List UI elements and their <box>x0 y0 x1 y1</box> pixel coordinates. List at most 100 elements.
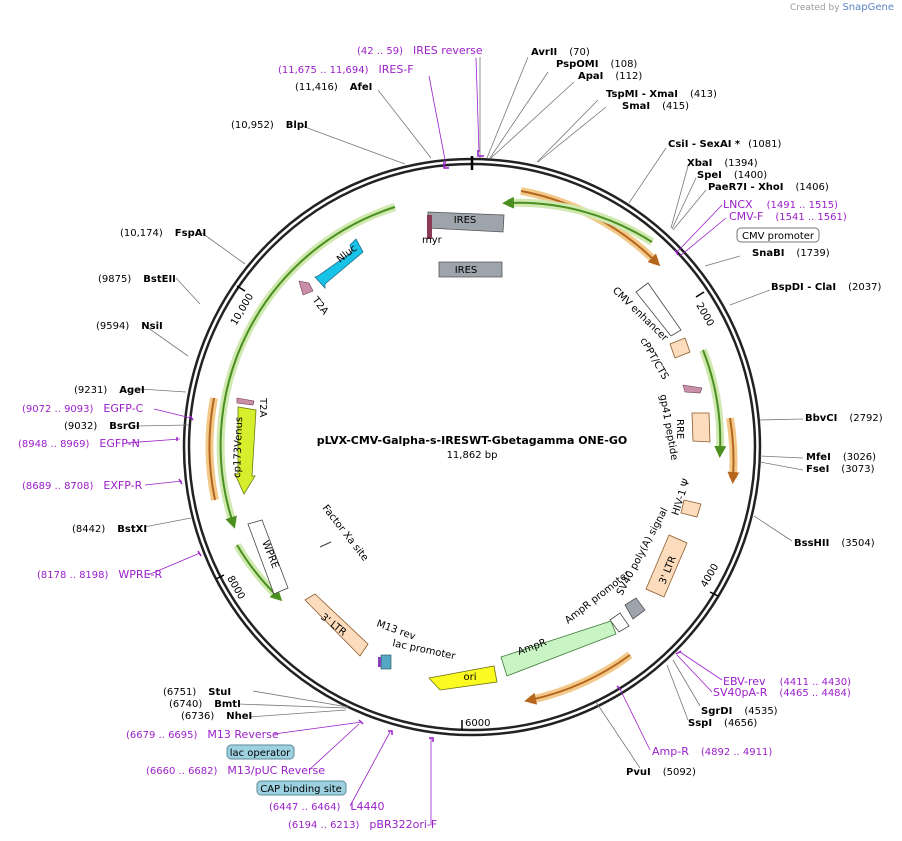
enzyme-label: SnaBI(1739) <box>752 248 830 259</box>
tick-6000: 6000 <box>465 718 490 729</box>
ltr-3-left-shape <box>304 593 369 657</box>
rre-shape <box>691 412 711 443</box>
enzyme-label: BbvCI(2792) <box>805 413 883 424</box>
enzyme-label: (6736)NheI <box>181 711 252 722</box>
lac-operator-box-label: lac operator <box>230 748 291 759</box>
enzyme-label: BssHII(3504) <box>794 538 875 549</box>
ltr-3-right-shape <box>645 534 688 598</box>
enzyme-label: ApaI(112) <box>578 71 642 82</box>
enzyme-label: (8442)BstXI <box>72 524 147 535</box>
primer-site-marks <box>176 150 682 742</box>
arc-orange-2 <box>727 417 740 484</box>
arc-green-4 <box>236 544 283 602</box>
lac-promoter-label: lac promoter <box>391 638 457 662</box>
sv40-shape <box>624 597 646 620</box>
enzyme-labels: AvrII(70) PspOMI(108) ApaI(112) TspMI - … <box>64 47 883 778</box>
ires-1-label: IRES <box>454 215 477 226</box>
gp41-shape <box>682 384 703 394</box>
tick-2000: 2000 <box>693 301 715 329</box>
primer-label: (8948 .. 8969)EGFP-N <box>18 437 140 450</box>
arc-green-3 <box>219 206 396 529</box>
primer-leader-lines <box>125 57 727 825</box>
ampr-promoter-shape <box>609 612 630 633</box>
cmv-enhancer-shape <box>635 282 682 337</box>
primer-label: (6660 .. 6682)M13/pUC Reverse <box>146 764 325 777</box>
enzyme-label: PspOMI(108) <box>556 59 637 70</box>
leader-lines <box>135 56 804 769</box>
primer-label: (8178 .. 8198)WPRE-R <box>37 568 162 581</box>
credit-text: Created by <box>790 3 840 13</box>
enzyme-label: (6740)BmtI <box>169 699 241 710</box>
primer-label: Amp-R(4892 .. 4911) <box>652 745 772 758</box>
enzyme-label: (9594)NsiI <box>96 321 163 332</box>
ori-label: ori <box>463 672 476 683</box>
enzyme-label: SpeI(1400) <box>697 170 767 181</box>
cap-site-box-label: CAP binding site <box>260 784 342 795</box>
primer-label: (6447 .. 6464)L4440 <box>269 800 385 813</box>
enzyme-label: XbaI(1394) <box>687 158 758 169</box>
primer-label: LNCX(1491 .. 1515) <box>723 198 838 211</box>
t2a-2-shape <box>236 397 255 406</box>
lac-operator-box <box>226 744 295 760</box>
snapgene-credit: Created by SnapGene <box>790 2 894 13</box>
primer-label: (42 .. 59)IRES reverse <box>357 44 483 57</box>
cmv-promoter-label: CMV promoter <box>742 231 815 242</box>
enzyme-label: FseI(3073) <box>806 464 875 475</box>
m13-rev-mark <box>378 657 381 667</box>
enzyme-label: (9231)AgeI <box>74 385 145 396</box>
enzyme-label: SgrDI(4535) <box>701 706 778 717</box>
factor-xa-mark <box>319 541 332 548</box>
cmv-promoter-box <box>736 227 820 243</box>
enzyme-label: AvrII(70) <box>531 47 590 58</box>
arc-orange-4 <box>208 397 216 501</box>
cp173venus-shape <box>234 406 257 495</box>
primer-label: (8689 .. 8708)EXFP-R <box>22 479 143 492</box>
t2a-1-shape <box>298 280 314 296</box>
primer-label: EBV-rev(4411 .. 4430) <box>723 675 851 688</box>
wpre-shape <box>247 519 289 595</box>
enzyme-label: BspDI - ClaI(2037) <box>771 282 881 293</box>
enzyme-label: (6751)StuI <box>163 687 231 698</box>
hiv-psi-shape <box>680 499 702 518</box>
lac-operator-mark <box>380 654 392 670</box>
enzyme-label: PaeR7I - XhoI(1406) <box>708 182 829 193</box>
ires-2-label: IRES <box>455 265 478 276</box>
myr-shape <box>427 215 432 239</box>
cp173venus-label: cp173Venus <box>232 417 245 478</box>
enzyme-label: (11,416)AfeI <box>295 82 372 93</box>
ampr-shape <box>500 620 617 677</box>
enzyme-label: SspI(4656) <box>688 718 757 729</box>
enzyme-label: MfeI(3026) <box>806 452 876 463</box>
t2a-1-label: T2A <box>309 294 330 317</box>
nluc-shape <box>314 238 364 290</box>
ires-2-shape <box>438 261 503 278</box>
enzyme-label: CsiI - SexAI *(1081) <box>668 139 782 150</box>
arc-green-1 <box>502 196 653 243</box>
plasmid-size: 11,862 bp <box>447 450 498 461</box>
cap-site-box <box>256 780 347 796</box>
arc-orange-3 <box>524 654 631 705</box>
primer-label: CMV-F(1541 .. 1561) <box>729 210 847 223</box>
myr-label: myr <box>422 235 443 246</box>
cppt-label: cPPT/CTS <box>637 336 670 382</box>
credit-brand: SnapGene <box>842 2 894 13</box>
primer-label: (11,675 .. 11,694)IRES-F <box>278 63 414 76</box>
primer-labels: (42 .. 59)IRES reverse (11,675 .. 11,694… <box>18 44 851 831</box>
primer-label: SV40pA-R(4465 .. 4484) <box>713 686 851 699</box>
enzyme-label: SmaI(415) <box>622 101 689 112</box>
enzyme-label: PvuI(5092) <box>626 767 696 778</box>
primer-label: (6194 .. 6213)pBR322ori-F <box>288 818 437 831</box>
enzyme-label: (10,952)BlpI <box>231 120 308 131</box>
arc-green-2 <box>702 349 727 458</box>
cppt-shape <box>669 337 691 359</box>
enzyme-label: (10,174)FspAI <box>120 228 206 239</box>
plasmid-name: pLVX-CMV-Galpha-s-IRESWT-Gbetagamma ONE-… <box>317 434 627 447</box>
factor-xa-label: Factor Xa site <box>320 503 371 563</box>
enzyme-label: (9875)BstEII <box>98 274 176 285</box>
ori-shape <box>428 665 498 691</box>
enzyme-label: TspMI - XmaI(413) <box>606 89 717 100</box>
enzyme-label: (9032)BsrGI <box>64 421 140 432</box>
primer-label: (9072 .. 9093)EGFP-C <box>22 402 144 415</box>
t2a-2-label: T2A <box>257 397 268 417</box>
